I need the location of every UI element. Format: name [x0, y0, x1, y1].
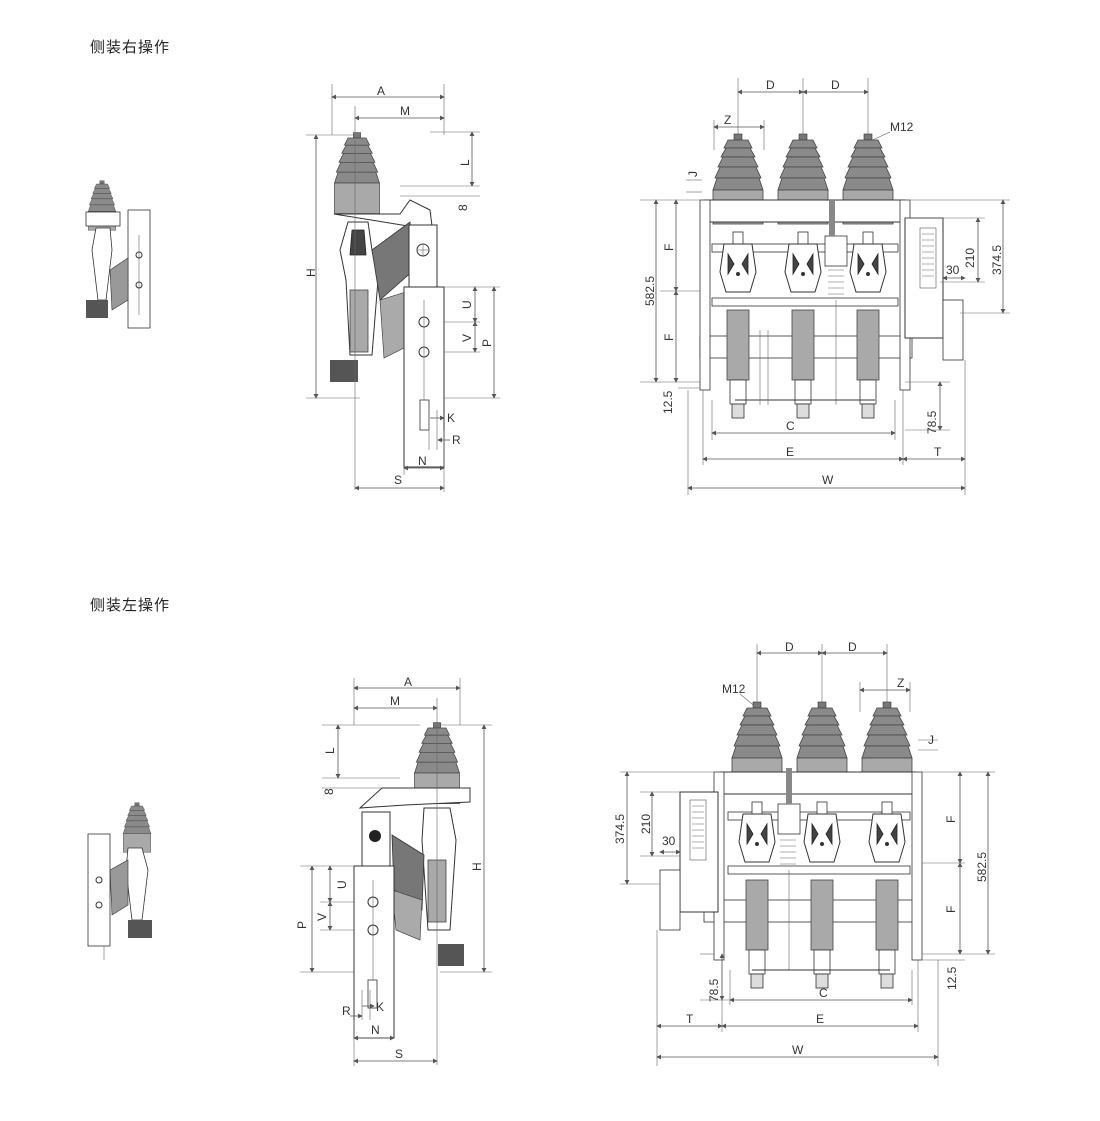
dim-label-R: R — [452, 433, 461, 447]
dim-label-H: H — [470, 862, 484, 871]
dim-label-P: P — [480, 339, 494, 347]
dim-label-P: P — [295, 921, 309, 929]
dim-label-J: J — [928, 733, 934, 747]
dim-label-78-5: 78.5 — [707, 978, 721, 1002]
dim-label-A: A — [404, 675, 412, 689]
dim-label-M12: M12 — [890, 120, 914, 134]
front-view-right-operation: D D Z M12 J — [640, 78, 1010, 495]
dim-label-V: V — [460, 334, 474, 342]
dim-label-C: C — [786, 419, 795, 433]
dim-label-H: H — [304, 268, 318, 277]
dim-label-F1: F — [662, 244, 676, 251]
section-title-left-operation: 侧装左操作 — [90, 597, 171, 614]
dim-label-F1: F — [944, 816, 958, 823]
section-title-right-operation: 侧装右操作 — [90, 39, 171, 56]
dim-label-210: 210 — [639, 814, 653, 834]
dim-label-T: T — [686, 1012, 694, 1026]
dim-label-W: W — [792, 1043, 804, 1057]
dim-label-582-5: 582.5 — [643, 276, 657, 306]
dim-label-D1: D — [766, 78, 775, 92]
dim-label-L: L — [323, 747, 337, 754]
dim-label-8: 8 — [322, 788, 336, 795]
side-view-right-operation: A M L 8 H — [304, 84, 500, 492]
dim-label-D1: D — [785, 640, 794, 654]
dim-label-K: K — [376, 1000, 384, 1014]
dim-label-W: W — [822, 473, 834, 487]
side-view-left-operation: A M L 8 H — [295, 675, 492, 1066]
dim-label-R: R — [342, 1004, 351, 1018]
dim-label-E: E — [816, 1012, 824, 1026]
dim-label-M: M — [390, 694, 400, 708]
dim-label-374-5: 374.5 — [613, 814, 627, 844]
dim-label-M: M — [400, 104, 410, 118]
dim-label-K: K — [447, 411, 455, 425]
front-view-left-operation: D D Z M12 J — [613, 640, 995, 1066]
dim-label-374-5: 374.5 — [990, 245, 1004, 275]
dim-label-D2: D — [848, 640, 857, 654]
dim-label-L: L — [458, 159, 472, 166]
dim-label-J: J — [686, 171, 700, 177]
dim-label-M12: M12 — [722, 682, 746, 696]
dim-label-12-5: 12.5 — [661, 390, 675, 414]
dim-label-210: 210 — [963, 248, 977, 268]
dim-label-E: E — [786, 445, 794, 459]
dim-label-8: 8 — [456, 204, 470, 211]
dim-label-T: T — [934, 445, 942, 459]
dim-label-F2: F — [662, 334, 676, 341]
thumbnail-left-operation — [87, 802, 152, 960]
dim-label-V: V — [315, 913, 329, 921]
dim-label-582-5: 582.5 — [975, 852, 989, 882]
dim-label-Z: Z — [724, 113, 731, 127]
dim-label-Z: Z — [897, 676, 904, 690]
dim-label-U: U — [335, 880, 349, 889]
dim-label-C: C — [819, 986, 828, 1000]
dim-label-12-5: 12.5 — [945, 966, 959, 990]
dim-label-S: S — [394, 473, 402, 487]
thumbnail-right-operation — [85, 180, 151, 329]
dim-label-A: A — [377, 84, 385, 98]
dim-label-N: N — [418, 454, 427, 468]
dim-label-78-5: 78.5 — [925, 410, 939, 434]
dim-label-N: N — [371, 1023, 380, 1037]
dim-label-D2: D — [831, 78, 840, 92]
dim-label-S: S — [395, 1047, 403, 1061]
dim-label-F2: F — [944, 906, 958, 913]
dim-label-30: 30 — [946, 263, 960, 277]
dim-label-U: U — [460, 300, 474, 309]
dim-label-30: 30 — [662, 834, 676, 848]
